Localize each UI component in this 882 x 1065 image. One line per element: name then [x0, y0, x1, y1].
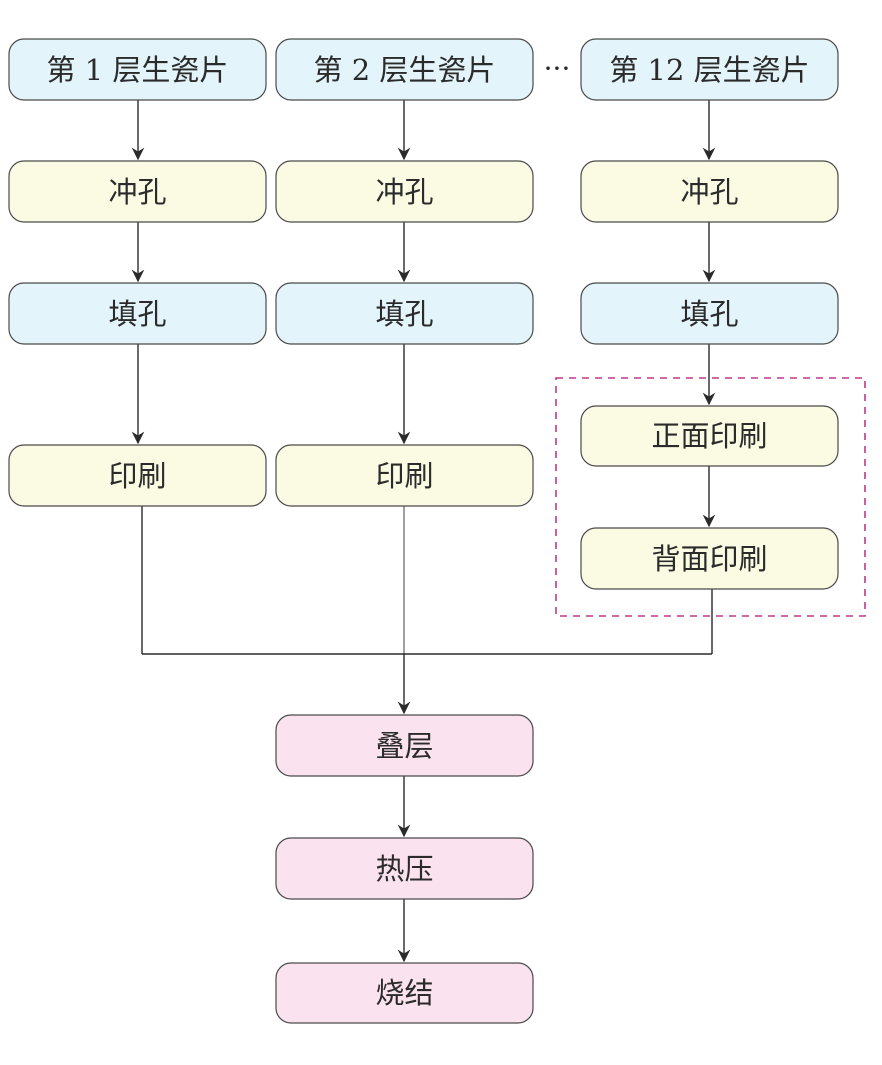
- node-col12-sheet: 第 12 层生瓷片: [580, 38, 839, 101]
- node-col12-sheet-label: 第 12 层生瓷片: [609, 53, 809, 87]
- node-col2-fill-label: 填孔: [375, 297, 433, 331]
- node-col12-punch: 冲孔: [580, 160, 839, 223]
- node-col2-punch-label: 冲孔: [375, 175, 433, 209]
- node-col1-print-label: 印刷: [108, 459, 166, 493]
- node-col12-fill: 填孔: [580, 282, 839, 345]
- node-stack: 叠层: [275, 714, 534, 777]
- node-col2-sheet-label: 第 2 层生瓷片: [314, 53, 496, 87]
- node-col12-punch-label: 冲孔: [680, 175, 738, 209]
- node-col2-print-label: 印刷: [375, 459, 433, 493]
- node-sinter: 烧结: [275, 962, 534, 1024]
- node-sinter-label: 烧结: [375, 976, 433, 1010]
- node-col12-back-print-label: 背面印刷: [651, 542, 767, 576]
- node-hot-press-label: 热压: [375, 852, 433, 886]
- node-col1-punch: 冲孔: [8, 160, 267, 223]
- node-col1-sheet-label: 第 1 层生瓷片: [47, 53, 229, 87]
- flow-edges: [131, 100, 716, 963]
- node-col1-fill: 填孔: [8, 282, 267, 345]
- node-col2-sheet: 第 2 层生瓷片: [275, 38, 534, 101]
- node-col12-back-print: 背面印刷: [580, 527, 839, 590]
- node-col1-sheet: 第 1 层生瓷片: [8, 38, 267, 101]
- double-side-print-frame: [555, 377, 866, 617]
- node-col2-print: 印刷: [275, 444, 534, 507]
- node-col12-fill-label: 填孔: [680, 297, 738, 331]
- node-col12-front-print-label: 正面印刷: [651, 419, 767, 453]
- node-col1-print: 印刷: [8, 444, 267, 507]
- node-col1-punch-label: 冲孔: [108, 175, 166, 209]
- column-ellipsis: ···: [544, 52, 571, 85]
- node-stack-label: 叠层: [375, 729, 433, 763]
- node-col2-punch: 冲孔: [275, 160, 534, 223]
- node-col2-fill: 填孔: [275, 282, 534, 345]
- node-col1-fill-label: 填孔: [108, 297, 166, 331]
- node-hot-press: 热压: [275, 837, 534, 900]
- node-col12-front-print: 正面印刷: [580, 405, 839, 467]
